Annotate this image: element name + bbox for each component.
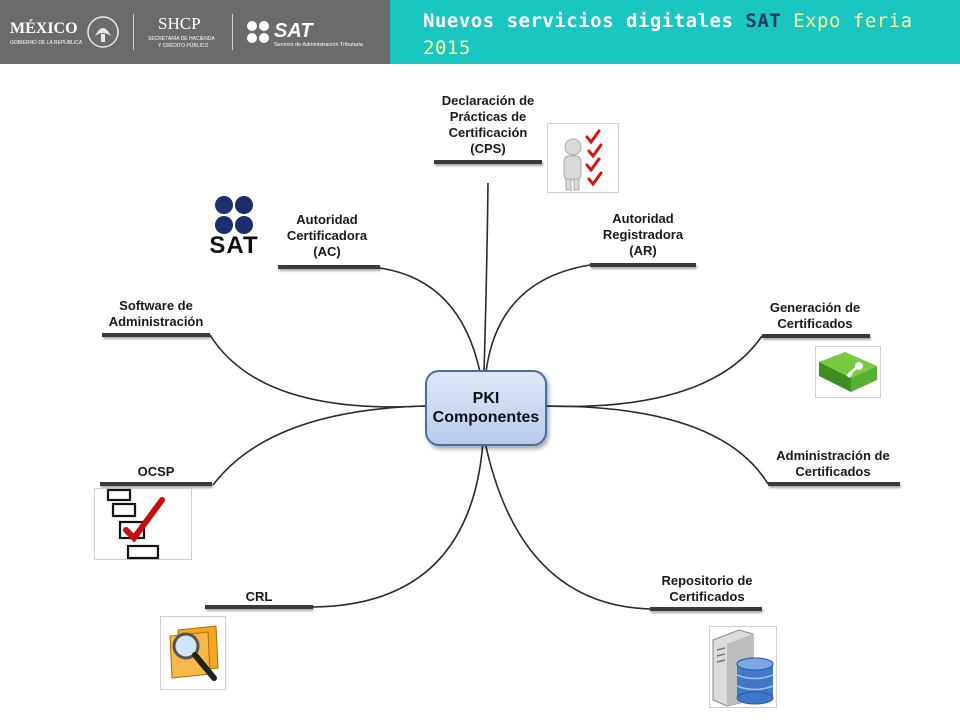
logo-divider xyxy=(133,14,134,50)
header-logo-band: MÉXICO GOBIERNO DE LA REPÚBLICA SHCP SEC… xyxy=(0,0,390,64)
node-generacion-underline xyxy=(762,334,870,338)
node-admin-label[interactable]: Administración de Certificados xyxy=(776,448,890,479)
sat-logo-wordmark: SAT xyxy=(209,232,259,259)
connector-cps xyxy=(483,182,489,373)
node-cps-label[interactable]: Declaración de Prácticas de Certificació… xyxy=(441,93,535,156)
node-generacion-label[interactable]: Generación de Certificados xyxy=(769,300,861,331)
page-title: Nuevos servicios digitales SAT Expo feri… xyxy=(423,8,943,62)
sat-logo-text: SAT xyxy=(274,20,313,42)
checklist-icon xyxy=(94,488,192,560)
shcp-logo-subtext-1: SECRETARÍA DE HACIENDA xyxy=(148,36,215,42)
sat-logo-subtext: Servicio de Administración Tributaria xyxy=(274,42,363,48)
folder-magnifier-icon xyxy=(160,616,226,690)
title-part-1: Nuevos servicios digitales xyxy=(423,10,734,32)
mexico-logo-subtext: GOBIERNO DE LA REPÚBLICA xyxy=(10,40,83,46)
header-title-band xyxy=(390,0,960,64)
title-part-3: Expo xyxy=(793,10,841,32)
connector-repositorio xyxy=(484,441,651,610)
node-ac-underline xyxy=(278,265,380,269)
node-ocsp-underline xyxy=(100,482,212,486)
shcp-logo-subtext-2: Y CRÉDITO PÚBLICO xyxy=(158,43,209,49)
node-software-underline xyxy=(102,333,210,337)
node-ocsp-label[interactable]: OCSP xyxy=(137,464,175,479)
node-crl-label[interactable]: CRL xyxy=(245,589,273,604)
server-database-icon xyxy=(709,626,777,708)
node-repositorio-underline xyxy=(650,607,762,611)
node-crl-underline xyxy=(205,605,313,609)
title-part-4: feria 2015 xyxy=(423,10,913,59)
node-ac-label[interactable]: Autoridad Certificadora (AC) xyxy=(286,212,368,259)
node-ar-label[interactable]: Autoridad Registradora (AR) xyxy=(602,211,684,258)
node-cps-underline xyxy=(434,160,542,164)
connector-software xyxy=(209,334,426,408)
node-admin-underline xyxy=(768,482,900,486)
node-software-label[interactable]: Software de Administración xyxy=(108,298,204,329)
shcp-logo-text: SHCP xyxy=(158,14,201,33)
checklist-person-icon xyxy=(547,123,619,193)
center-node-pki[interactable]: PKI Componentes xyxy=(425,370,547,446)
sat-small-logo-icon xyxy=(247,21,269,43)
center-node-line-2: Componentes xyxy=(432,409,540,426)
green-folder-key-icon xyxy=(815,346,881,398)
connector-generacion xyxy=(542,335,763,408)
sat-logo xyxy=(215,196,253,234)
node-repositorio-label[interactable]: Repositorio de Certificados xyxy=(661,573,753,604)
connector-admin xyxy=(542,405,769,485)
connector-ac xyxy=(379,267,481,373)
coat-of-arms-icon xyxy=(87,16,119,48)
node-ar-underline xyxy=(590,263,696,267)
mexico-logo-text: MÉXICO xyxy=(10,20,78,37)
connector-crl xyxy=(312,441,484,608)
logo-divider xyxy=(232,14,233,50)
connector-ocsp xyxy=(212,405,426,486)
title-part-2: SAT xyxy=(745,10,782,32)
connector-ar xyxy=(485,264,591,373)
center-node-line-1: PKI xyxy=(472,390,500,407)
